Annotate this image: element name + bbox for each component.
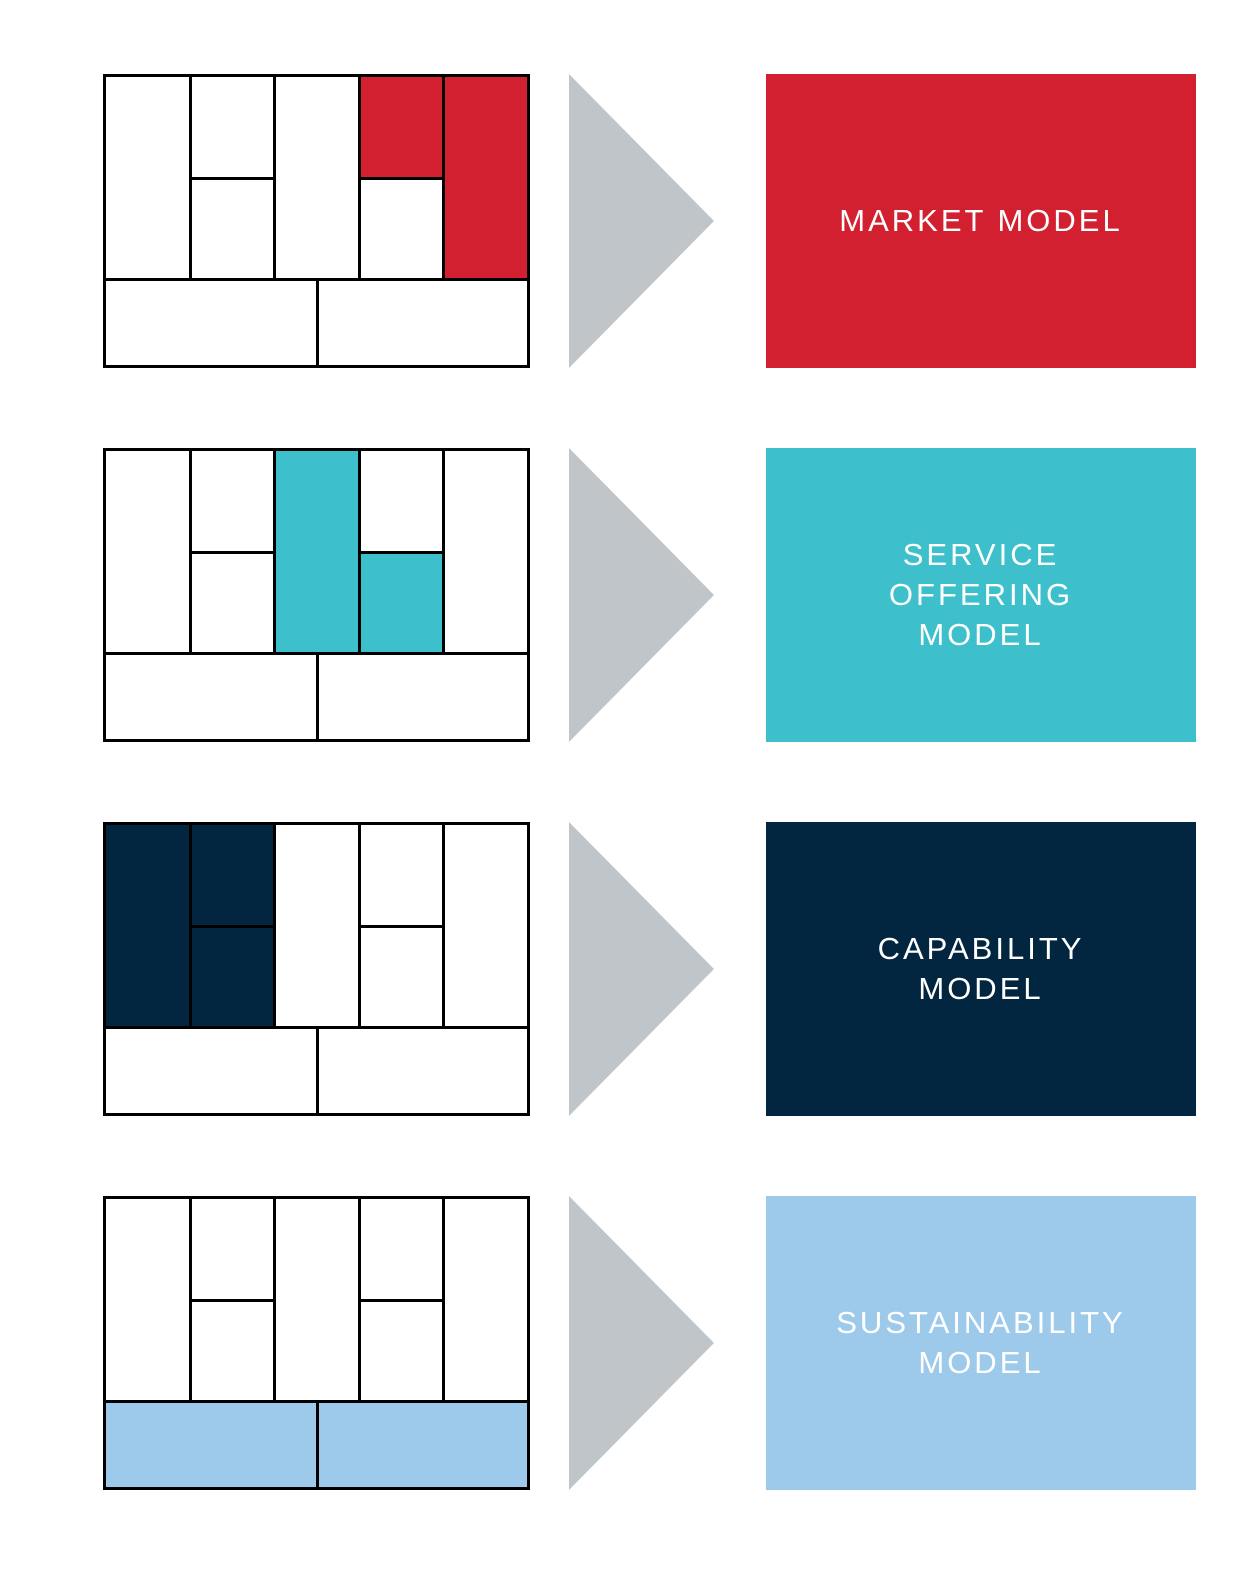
canvas-divider	[441, 825, 445, 1027]
canvas-divider	[315, 1401, 319, 1487]
canvas-cell-cost-structure	[106, 653, 317, 739]
business-model-canvas	[103, 1196, 530, 1490]
canvas-divider	[359, 1298, 443, 1302]
canvas-divider	[441, 77, 445, 279]
canvas-cell-revenue-streams	[317, 1401, 527, 1487]
canvas-divider	[441, 1199, 445, 1401]
canvas-divider	[359, 924, 443, 928]
canvas-cell-customer-segments	[443, 1199, 527, 1401]
model-label: MARKET MODEL	[839, 203, 1123, 238]
canvas-cell-key-partners	[106, 451, 190, 653]
canvas-cell-key-resources	[190, 178, 274, 279]
canvas-divider	[190, 176, 274, 180]
canvas-cell-customer-segments	[443, 451, 527, 653]
canvas-cell-key-partners	[106, 825, 190, 1027]
canvas-cell-customer-relationships	[359, 1199, 443, 1300]
canvas-divider	[272, 825, 276, 1027]
canvas-cell-customer-segments	[443, 825, 527, 1027]
canvas-cell-value-propositions	[274, 451, 359, 653]
canvas-divider	[272, 77, 276, 279]
canvas-cell-value-propositions	[274, 1199, 359, 1401]
arrow-icon	[569, 822, 714, 1116]
canvas-cell-channels	[359, 552, 443, 653]
model-label-box: SUSTAINABILITY MODEL	[766, 1196, 1196, 1490]
canvas-divider	[441, 451, 445, 653]
model-label: SERVICE OFFERING MODEL	[888, 537, 1074, 652]
canvas-cell-key-activities	[190, 451, 274, 552]
canvas-cell-channels	[359, 178, 443, 279]
canvas-divider	[359, 176, 443, 180]
canvas-cell-key-partners	[106, 1199, 190, 1401]
model-row-market: MARKET MODEL	[0, 74, 1242, 368]
model-label-box: CAPABILITY MODEL	[766, 822, 1196, 1116]
canvas-cell-customer-relationships	[359, 77, 443, 178]
canvas-divider	[190, 1298, 274, 1302]
canvas-divider	[315, 279, 319, 365]
business-model-canvas	[103, 448, 530, 742]
canvas-divider	[190, 550, 274, 554]
canvas-divider	[272, 1199, 276, 1401]
canvas-cell-customer-relationships	[359, 451, 443, 552]
canvas-cell-revenue-streams	[317, 1027, 527, 1113]
canvas-cell-key-activities	[190, 1199, 274, 1300]
canvas-cell-value-propositions	[274, 825, 359, 1027]
model-label: SUSTAINABILITY MODEL	[836, 1305, 1126, 1380]
canvas-cell-key-activities	[190, 825, 274, 926]
arrow-icon	[569, 448, 714, 742]
business-model-canvas	[103, 74, 530, 368]
arrow-icon	[569, 74, 714, 368]
business-model-canvas	[103, 822, 530, 1116]
canvas-cell-revenue-streams	[317, 279, 527, 365]
canvas-divider	[359, 550, 443, 554]
canvas-cell-key-resources	[190, 552, 274, 653]
canvas-cell-channels	[359, 1300, 443, 1401]
model-row-sustainability: SUSTAINABILITY MODEL	[0, 1196, 1242, 1490]
canvas-cell-value-propositions	[274, 77, 359, 279]
model-label: CAPABILITY MODEL	[877, 931, 1085, 1006]
canvas-cell-cost-structure	[106, 1401, 317, 1487]
canvas-cell-customer-relationships	[359, 825, 443, 926]
canvas-divider	[190, 924, 274, 928]
canvas-cell-key-activities	[190, 77, 274, 178]
canvas-cell-key-partners	[106, 77, 190, 279]
canvas-divider	[272, 451, 276, 653]
canvas-cell-cost-structure	[106, 279, 317, 365]
arrow-icon	[569, 1196, 714, 1490]
canvas-divider	[315, 1027, 319, 1113]
model-row-service-offering: SERVICE OFFERING MODEL	[0, 448, 1242, 742]
model-row-capability: CAPABILITY MODEL	[0, 822, 1242, 1116]
canvas-cell-revenue-streams	[317, 653, 527, 739]
model-label-box: MARKET MODEL	[766, 74, 1196, 368]
canvas-cell-cost-structure	[106, 1027, 317, 1113]
canvas-cell-customer-segments	[443, 77, 527, 279]
canvas-divider	[315, 653, 319, 739]
model-label-box: SERVICE OFFERING MODEL	[766, 448, 1196, 742]
canvas-cell-key-resources	[190, 926, 274, 1027]
canvas-cell-channels	[359, 926, 443, 1027]
canvas-cell-key-resources	[190, 1300, 274, 1401]
